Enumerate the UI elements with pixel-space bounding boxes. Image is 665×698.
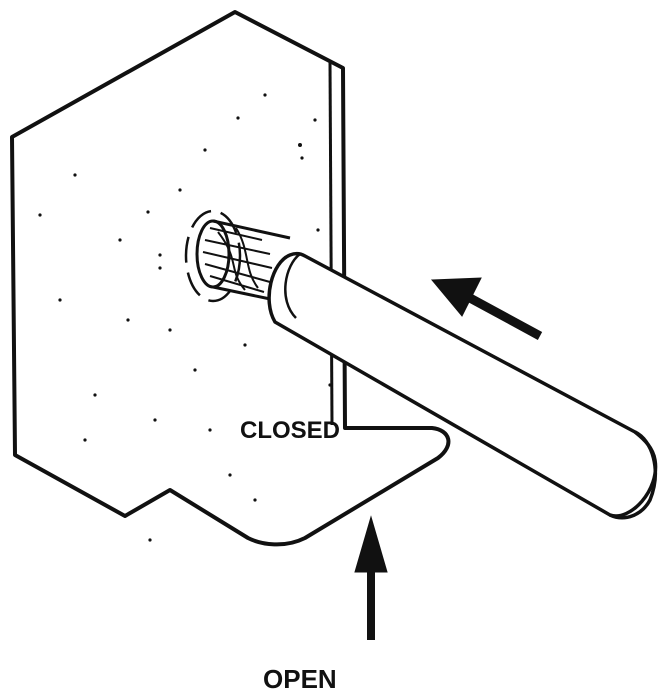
insulation-back-rim: [284, 252, 301, 319]
connector-plate: [10, 10, 451, 547]
conductor-strands: [202, 227, 273, 293]
wire-conductor: [195, 219, 291, 302]
wire-insulation: [267, 251, 658, 520]
insert-arrow-shaft: [467, 294, 543, 340]
open-arrow: [354, 515, 388, 640]
plate-stipple: [38, 93, 332, 542]
insert-arrow-head: [430, 277, 482, 317]
receptacle-hole: [184, 209, 242, 303]
closed-label: CLOSED: [240, 417, 340, 444]
plate-face: [10, 10, 451, 547]
open-arrow-head: [354, 515, 388, 573]
open-label: OPEN: [263, 664, 337, 693]
insulation-end-cap: [609, 430, 658, 520]
plate-edge: [328, 61, 334, 426]
insert-arrow: [430, 277, 543, 340]
conductor-outline: [212, 219, 291, 302]
